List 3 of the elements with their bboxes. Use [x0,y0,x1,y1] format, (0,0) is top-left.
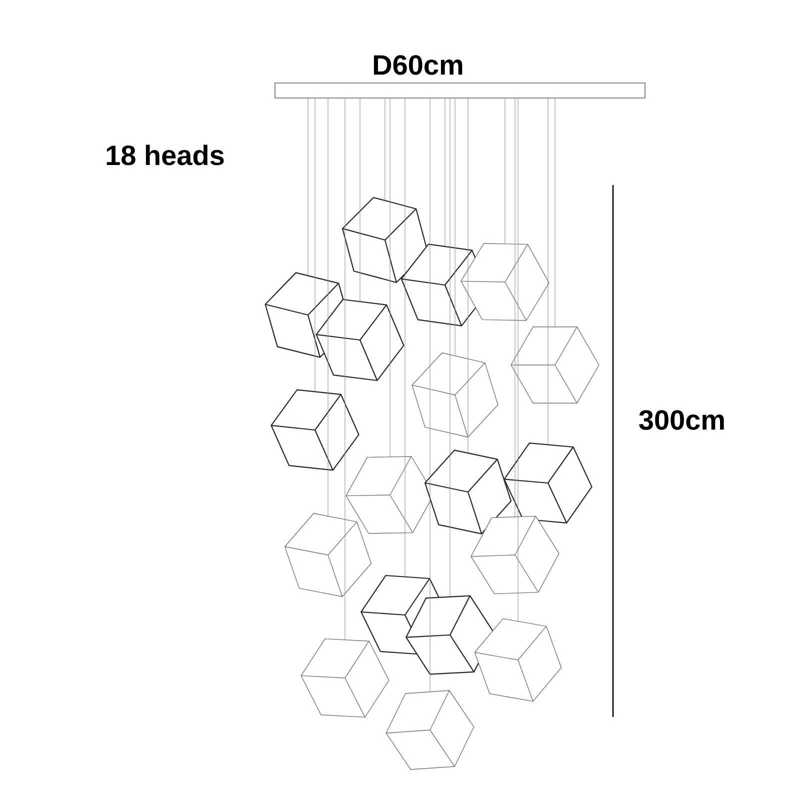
dimension-label: 18 heads [106,144,224,166]
dimension-label: 300cm [639,410,724,430]
dimension-label: D60cm [374,55,462,75]
